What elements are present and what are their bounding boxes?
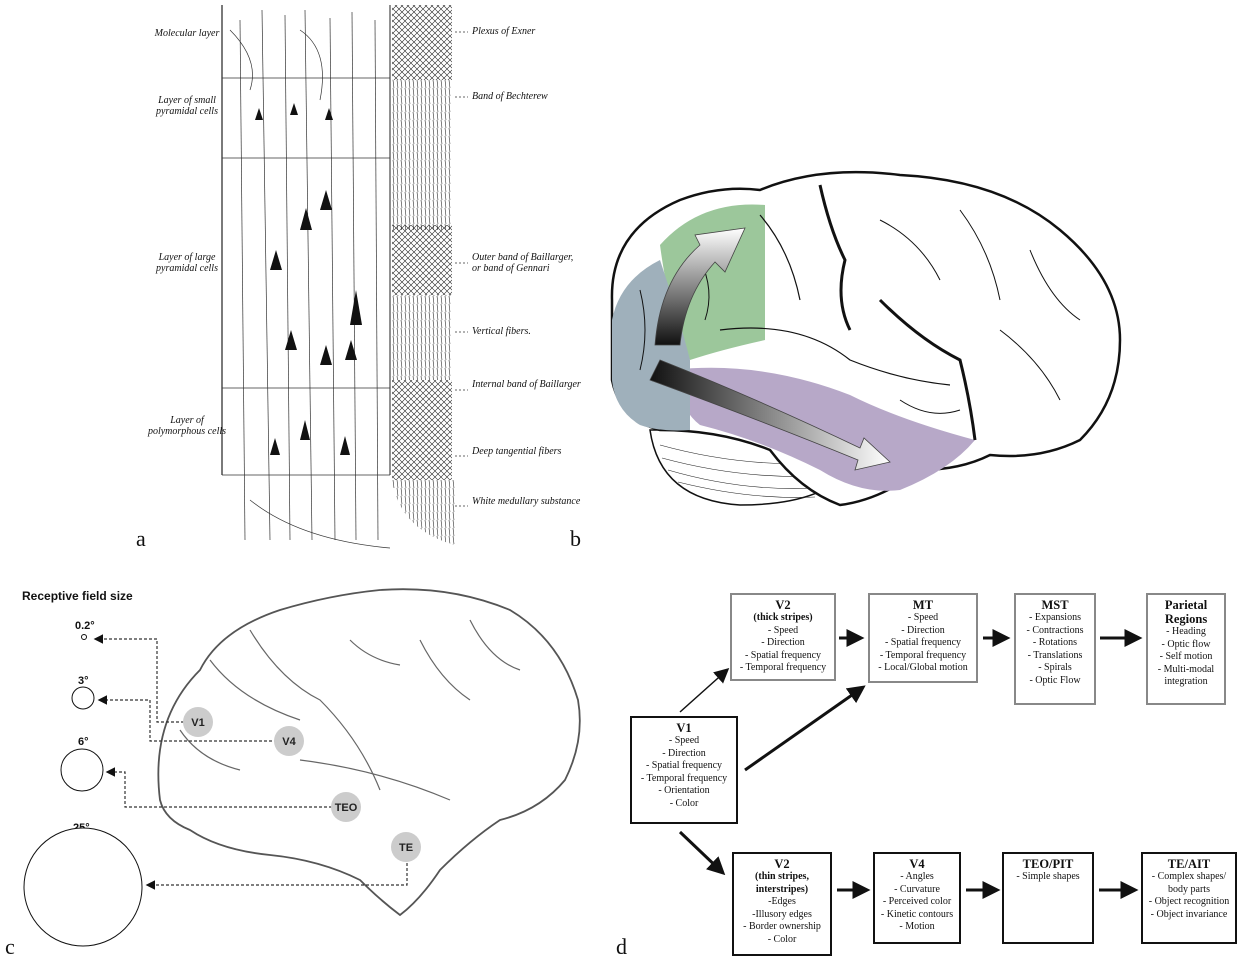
box-v4-item: - Curvature <box>875 884 959 897</box>
box-mst-item: - Spirals <box>1016 662 1094 675</box>
box-teo-pit: TEO/PIT - Simple shapes <box>1002 852 1094 944</box>
box-parietal-item: - Self motion <box>1148 651 1224 664</box>
box-te-ait-item: - Complex shapes/ body parts <box>1143 871 1235 896</box>
box-v4-item: - Angles <box>875 871 959 884</box>
box-mt-item: - Spatial frequency <box>870 637 976 650</box>
box-v1: V1 - Speed - Direction - Spatial frequen… <box>630 716 738 824</box>
box-v1-item: - Orientation <box>632 785 736 798</box>
box-v4-item: - Perceived color <box>875 896 959 909</box>
box-v2-thin-subtitle: (thin stripes, interstripes) <box>734 871 830 896</box>
box-mt-item: - Temporal frequency <box>870 650 976 663</box>
box-mst-title: MST <box>1016 598 1094 612</box>
box-mst-item: - Optic Flow <box>1016 675 1094 688</box>
box-mt-item: - Direction <box>870 625 976 638</box>
box-v2-thick-title: V2 <box>732 598 834 612</box>
box-te-ait-item: - Object recognition <box>1143 896 1235 909</box>
box-v2-thin: V2 (thin stripes, interstripes) -Edges -… <box>732 852 832 956</box>
box-teo-pit-title: TEO/PIT <box>1004 857 1092 871</box>
box-v2-thin-item: -Edges <box>734 896 830 909</box>
panel-letter-d: d <box>616 934 627 960</box>
box-mt: MT - Speed - Direction - Spatial frequen… <box>868 593 978 683</box>
box-v2-thick-item: - Speed <box>732 625 834 638</box>
box-v1-item: - Color <box>632 798 736 811</box>
box-parietal-item: - Heading <box>1148 626 1224 639</box>
box-mst-item: - Translations <box>1016 650 1094 663</box>
box-v2-thick-item: - Spatial frequency <box>732 650 834 663</box>
box-parietal-item: - Multi-modal integration <box>1148 664 1224 689</box>
box-v2-thin-item: - Color <box>734 934 830 947</box>
box-v2-thick: V2 (thick stripes) - Speed - Direction -… <box>730 593 836 681</box>
box-v2-thick-item: - Direction <box>732 637 834 650</box>
box-v1-item: - Temporal frequency <box>632 773 736 786</box>
box-v2-thick-item: - Temporal frequency <box>732 662 834 675</box>
box-mst: MST - Expansions - Contractions - Rotati… <box>1014 593 1096 705</box>
box-v4-item: - Motion <box>875 921 959 934</box>
box-v1-item: - Spatial frequency <box>632 760 736 773</box>
box-mst-item: - Expansions <box>1016 612 1094 625</box>
box-mt-title: MT <box>870 598 976 612</box>
box-v1-item: - Speed <box>632 735 736 748</box>
box-v2-thin-item: -Illusory edges <box>734 909 830 922</box>
box-v1-title: V1 <box>632 721 736 735</box>
box-teo-pit-item: - Simple shapes <box>1004 871 1092 884</box>
box-parietal-title: Parietal Regions <box>1148 598 1224 626</box>
box-mst-item: - Rotations <box>1016 637 1094 650</box>
box-parietal-item: - Optic flow <box>1148 639 1224 652</box>
box-v2-thin-title: V2 <box>734 857 830 871</box>
box-v4-title: V4 <box>875 857 959 871</box>
box-mt-item: - Speed <box>870 612 976 625</box>
box-v1-item: - Direction <box>632 748 736 761</box>
box-v4: V4 - Angles - Curvature - Perceived colo… <box>873 852 961 944</box>
box-te-ait-item: - Object invariance <box>1143 909 1235 922</box>
box-te-ait-title: TE/AIT <box>1143 857 1235 871</box>
box-v2-thin-item: - Border ownership <box>734 921 830 934</box>
box-mst-item: - Contractions <box>1016 625 1094 638</box>
box-te-ait: TE/AIT - Complex shapes/ body parts - Ob… <box>1141 852 1237 944</box>
box-v2-thick-subtitle: (thick stripes) <box>732 612 834 625</box>
box-mt-item: - Local/Global motion <box>870 662 976 675</box>
box-v4-item: - Kinetic contours <box>875 909 959 922</box>
box-parietal: Parietal Regions - Heading - Optic flow … <box>1146 593 1226 705</box>
